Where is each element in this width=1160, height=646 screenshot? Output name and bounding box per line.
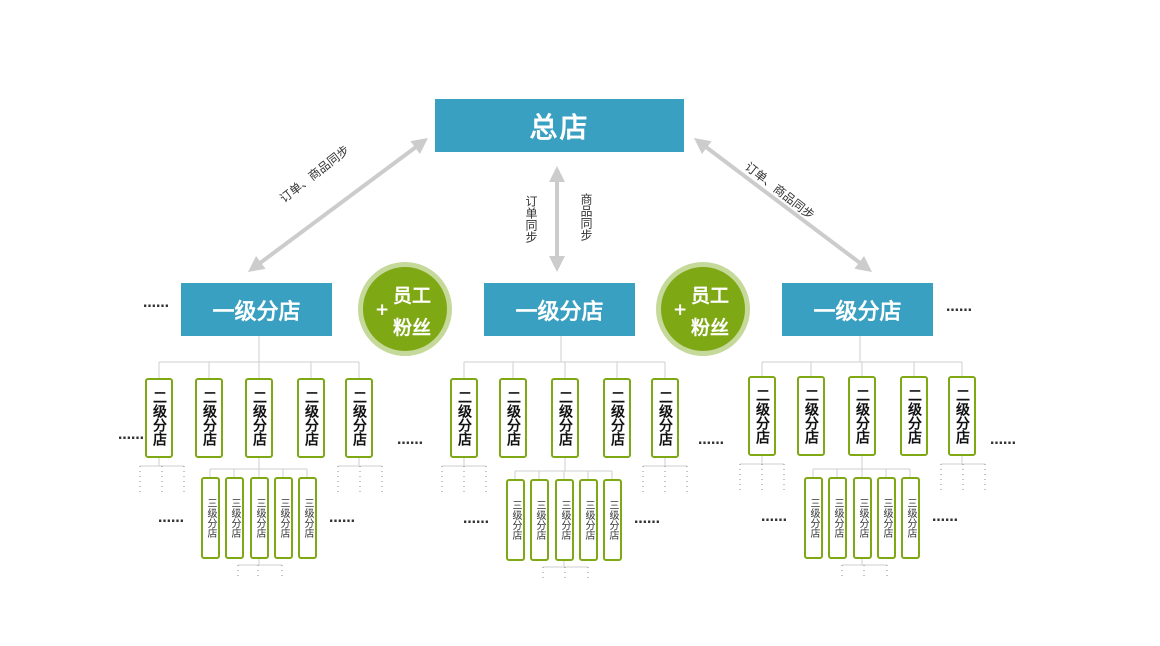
ellipsis: ……	[698, 433, 724, 448]
plus-sign: +	[375, 300, 390, 320]
tier1-store-center: 一级分店	[484, 283, 635, 336]
tier1-store-left: 一级分店	[181, 283, 332, 336]
staff-fans-badge-left: 员工 + 粉丝	[358, 262, 452, 356]
sync-arrow-left-head-start	[410, 138, 428, 154]
sync-arrow-center-head-end	[549, 256, 565, 272]
tier2-store: 二级分店	[900, 376, 928, 456]
tier2-store: 二级分店	[848, 376, 876, 456]
fans-label: 粉丝	[393, 317, 432, 339]
staff-label: 员工	[691, 285, 730, 307]
sync-label-product: 商品同步	[579, 193, 593, 241]
sync-arrow-right-head-start	[694, 138, 712, 155]
ellipsis: ……	[143, 296, 169, 311]
tier3-store: 三级分店	[555, 479, 574, 561]
sync-label-order: 订单同步	[524, 195, 538, 243]
tier2-store: 二级分店	[499, 378, 527, 458]
tier2-store: 二级分店	[797, 376, 825, 456]
tier3-store: 三级分店	[530, 479, 549, 561]
tier1-store-right: 一级分店	[782, 283, 933, 336]
tier3-store: 三级分店	[603, 479, 622, 561]
tier3-store: 三级分店	[853, 477, 872, 559]
tier3-store: 三级分店	[225, 477, 244, 559]
tier2-store: 二级分店	[245, 378, 273, 458]
tier3-store: 三级分店	[201, 477, 220, 559]
sync-arrow-right	[700, 142, 866, 268]
tier3-store: 三级分店	[877, 477, 896, 559]
tier3-store: 三级分店	[274, 477, 293, 559]
staff-fans-badge-right: 员工 + 粉丝	[656, 262, 750, 356]
tier2-store: 二级分店	[948, 376, 976, 456]
sync-arrow-left	[254, 142, 422, 268]
ellipsis: ……	[118, 428, 144, 443]
tier2-store: 二级分店	[145, 378, 173, 458]
tier2-store: 二级分店	[345, 378, 373, 458]
tier2-store: 二级分店	[748, 376, 776, 456]
tier3-store: 三级分店	[250, 477, 269, 559]
ellipsis: ……	[397, 433, 423, 448]
tier2-store: 二级分店	[297, 378, 325, 458]
tier3-store: 三级分店	[506, 479, 525, 561]
staff-label: 员工	[393, 285, 432, 307]
ellipsis: ……	[463, 512, 489, 527]
ellipsis: ……	[158, 511, 184, 526]
sync-arrow-center-head-start	[549, 166, 565, 182]
fans-label: 粉丝	[691, 317, 730, 339]
tier3-store: 三级分店	[298, 477, 317, 559]
sync-arrow-left-head-end	[248, 256, 266, 272]
tier3-store: 三级分店	[579, 479, 598, 561]
ellipsis: ……	[634, 512, 660, 527]
tier2-store: 二级分店	[195, 378, 223, 458]
ellipsis: ……	[990, 433, 1016, 448]
ellipsis: ……	[932, 510, 958, 525]
tier3-store: 三级分店	[804, 477, 823, 559]
tier3-store: 三级分店	[901, 477, 920, 559]
plus-sign: +	[673, 300, 688, 320]
sync-arrow-right-head-end	[854, 255, 872, 272]
ellipsis: ……	[329, 511, 355, 526]
headquarters-box: 总店	[435, 99, 684, 152]
tier3-store: 三级分店	[828, 477, 847, 559]
ellipsis: ……	[946, 300, 972, 315]
ellipsis: ……	[761, 510, 787, 525]
tier2-store: 二级分店	[603, 378, 631, 458]
tier2-store: 二级分店	[551, 378, 579, 458]
tier2-store: 二级分店	[450, 378, 478, 458]
tier2-store: 二级分店	[651, 378, 679, 458]
